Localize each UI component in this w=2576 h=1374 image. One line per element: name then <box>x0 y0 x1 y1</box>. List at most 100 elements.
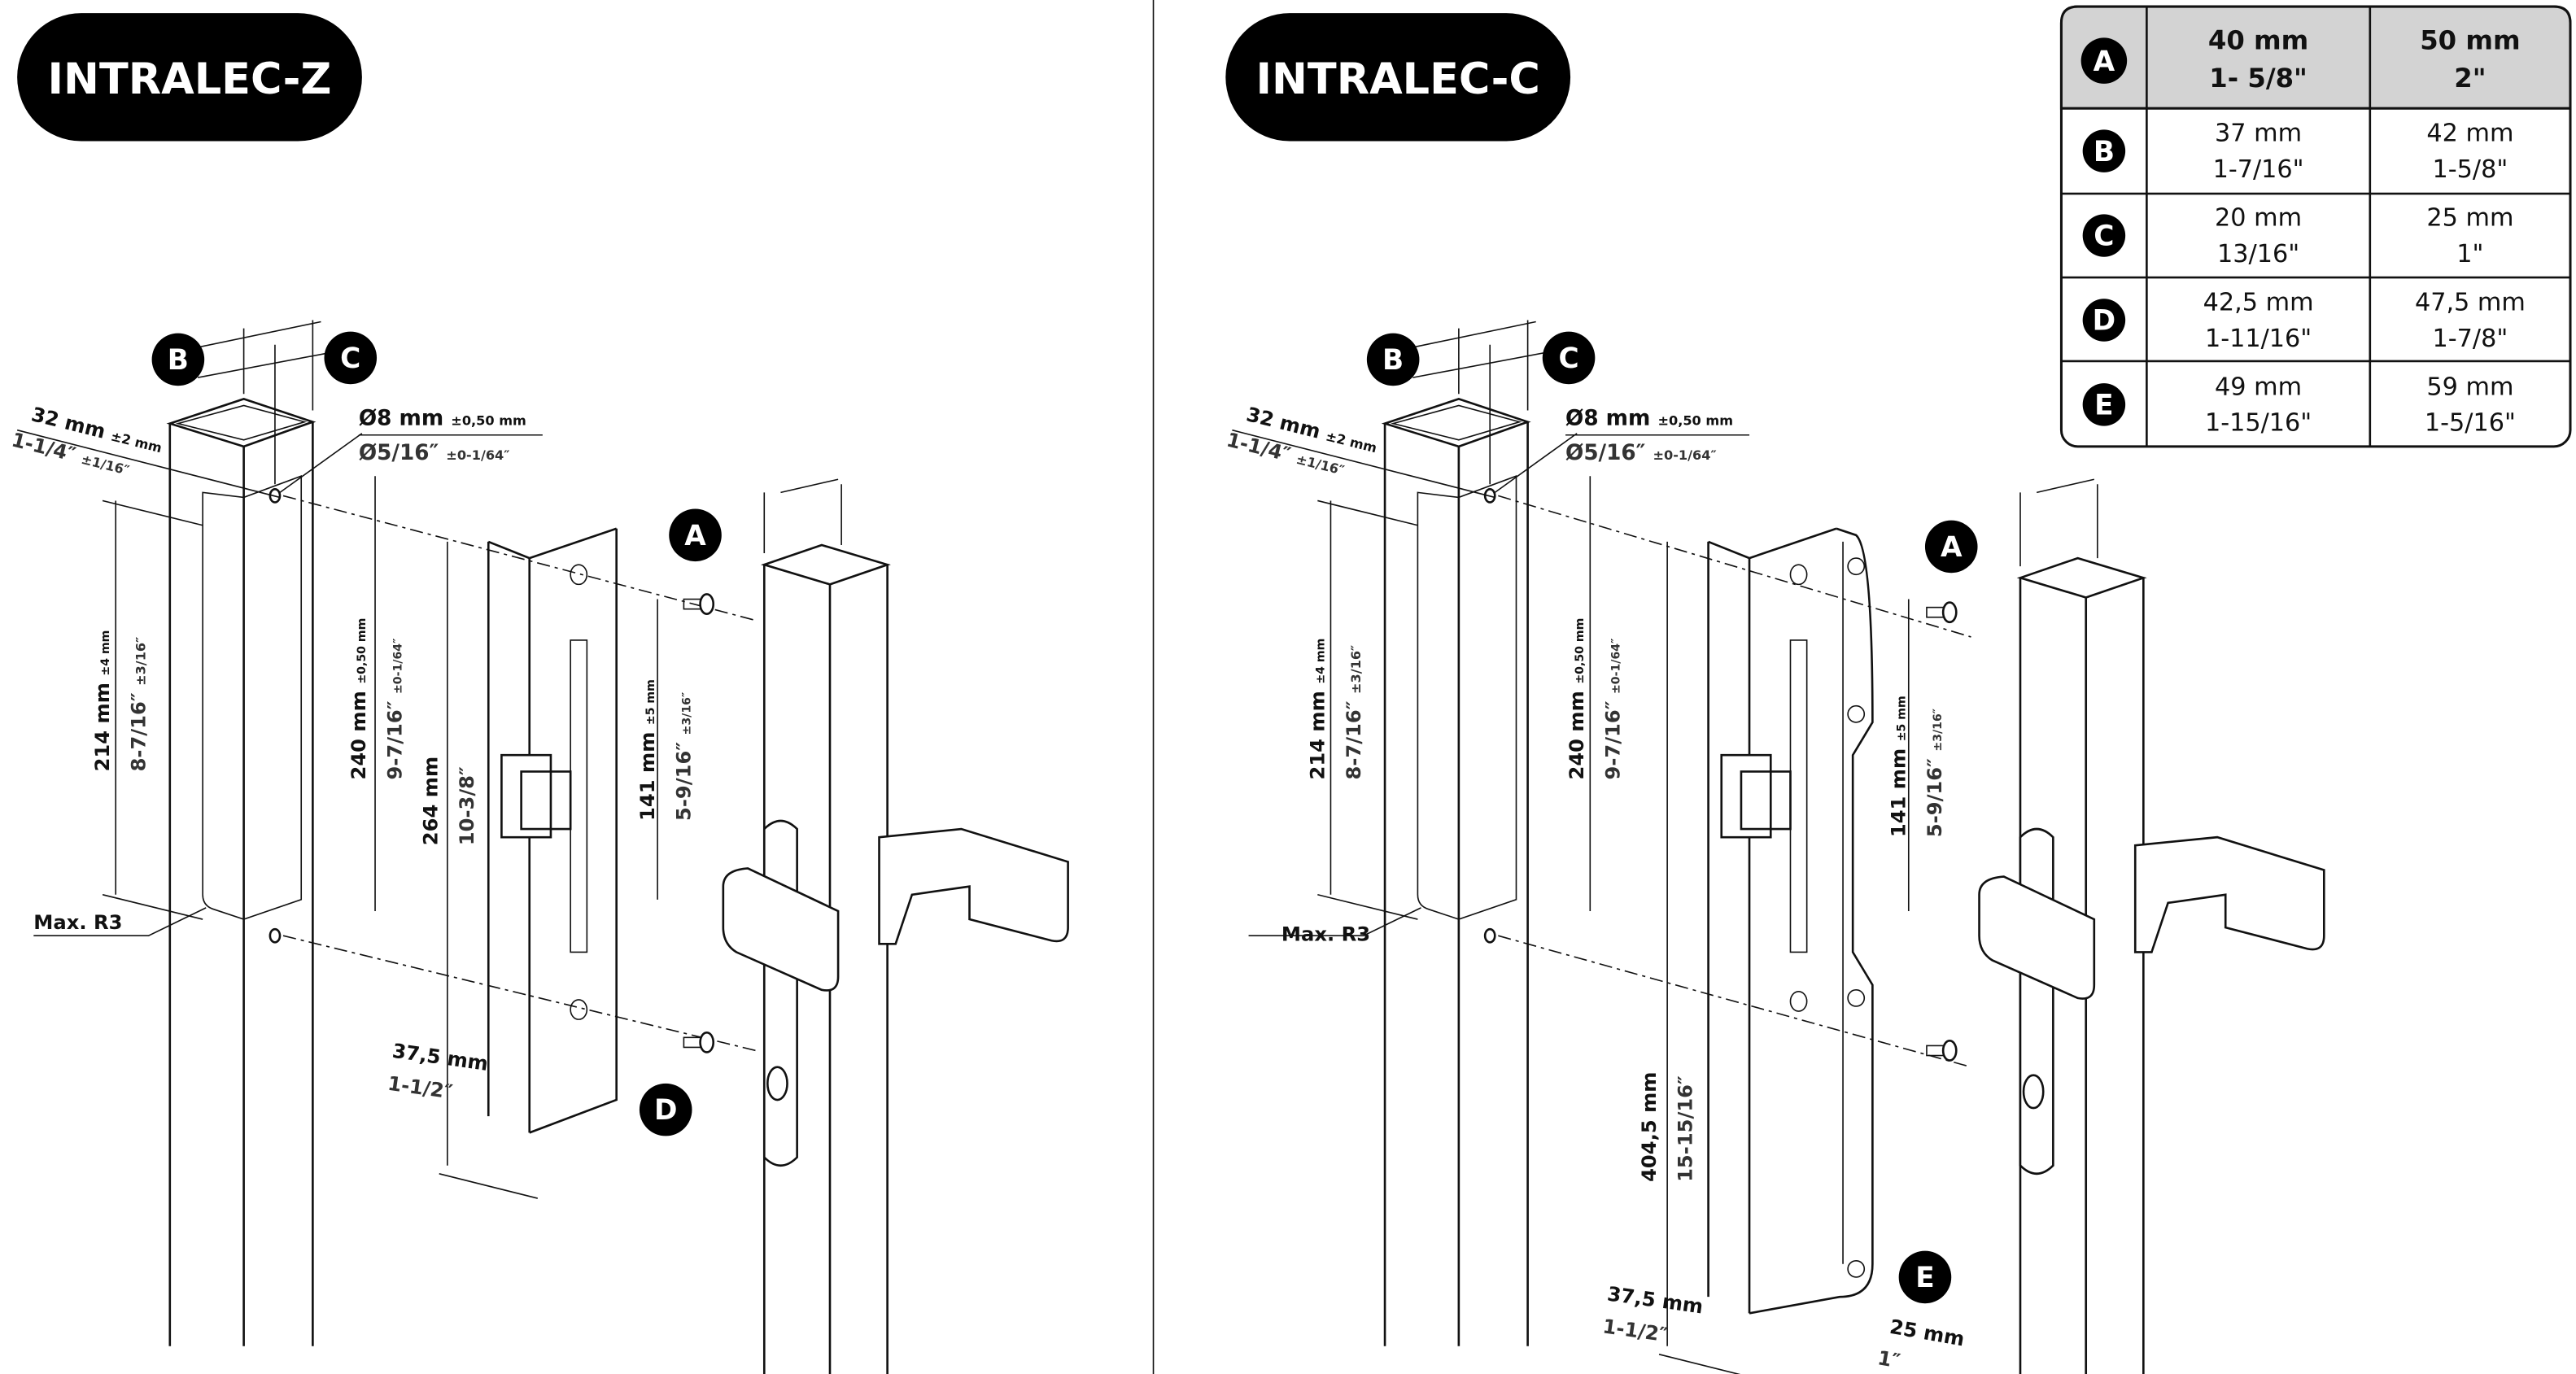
svg-text:37,5 mm: 37,5 mm <box>391 1040 489 1075</box>
screw-hole <box>570 564 588 586</box>
table-header-row: A 40 mm 1- 5/8" 50 mm 2" <box>2080 25 2521 94</box>
table-cell: 1-5/8" <box>2433 155 2508 184</box>
screw-head <box>699 1031 715 1053</box>
hole <box>269 488 282 504</box>
handle-height-label: 141 mm ±5 mm 5-9/16″ ±3/16″ <box>1888 696 1946 837</box>
svg-text:B: B <box>1382 344 1404 377</box>
row-key-badge <box>2082 214 2126 257</box>
svg-text:25 mm: 25 mm <box>1888 1315 1967 1351</box>
svg-text:240 mm ±0,50 mm: 240 mm ±0,50 mm <box>1565 618 1588 780</box>
svg-text:C: C <box>1558 342 1578 375</box>
svg-text:9-7/16″ ±0-1/64″: 9-7/16″ ±0-1/64″ <box>383 639 406 780</box>
table-cell: 47,5 mm <box>2415 288 2526 316</box>
title-left: INTRALEC-Z <box>48 55 332 104</box>
row-key: E <box>2094 390 2113 422</box>
svg-text:240 mm ±0,50 mm: 240 mm ±0,50 mm <box>347 618 370 780</box>
svg-text:1″: 1″ <box>1876 1346 1902 1372</box>
table-row: E49 mm1-15/16"59 mm1-5/16" <box>2082 373 2516 438</box>
dim-cutout <box>1317 499 1418 920</box>
plate-depth-label: 37,5 mm 1-1/2″ <box>1601 1282 1705 1346</box>
svg-text:Ø5/16″ ±0-1/64″: Ø5/16″ ±0-1/64″ <box>1565 441 1717 465</box>
svg-text:E: E <box>1915 1262 1934 1294</box>
svg-text:214 mm ±4 mm: 214 mm ±4 mm <box>1306 639 1329 780</box>
strike-plate-edges <box>1707 527 1837 1314</box>
hole-axis <box>1498 495 1971 638</box>
svg-text:9-7/16″ ±0-1/64″: 9-7/16″ ±0-1/64″ <box>1602 639 1625 780</box>
dim-b-c <box>1409 320 1553 485</box>
header-cell: 50 mm <box>2420 25 2520 56</box>
table-cell: 13/16" <box>2217 240 2299 268</box>
svg-text:A: A <box>684 520 706 552</box>
post-edges <box>1383 421 1529 1346</box>
leader-hole <box>1494 433 1578 494</box>
escutcheon <box>2019 827 2054 1176</box>
dim-cutout <box>102 499 203 920</box>
hole <box>1483 927 1496 944</box>
inner-handle <box>1978 875 2096 1000</box>
row-key-badge <box>2082 129 2126 172</box>
hole-axis <box>282 935 757 1052</box>
strike-plate-edges <box>487 527 618 1133</box>
svg-text:A: A <box>1941 531 1963 564</box>
table-cell: 37 mm <box>2215 120 2302 148</box>
flange-width-label: 25 mm 1″ <box>1876 1315 1967 1373</box>
dim-plate-length <box>1658 541 1741 1374</box>
inner-handle <box>722 867 840 992</box>
table-cell: 1-7/16" <box>2213 155 2304 184</box>
svg-text:5-9/16″ ±3/16″: 5-9/16″ ±3/16″ <box>1923 709 1946 837</box>
marker-b: B <box>151 333 205 386</box>
header-cell: 1- 5/8" <box>2209 63 2307 94</box>
table-cell: 59 mm <box>2426 373 2513 401</box>
leader-radius <box>1248 907 1421 937</box>
outer-handle <box>2133 835 2325 953</box>
table-row: B37 mm1-7/16"42 mm1-5/8" <box>2082 120 2513 184</box>
dim-depth <box>1232 429 1495 499</box>
row-key: B <box>2094 136 2115 168</box>
svg-text:B: B <box>168 344 189 377</box>
post-cutout <box>1417 475 1517 920</box>
intralec-c-drawing <box>1232 320 2325 1374</box>
svg-text:5-9/16″ ±3/16″: 5-9/16″ ±3/16″ <box>672 692 695 821</box>
flange-screw-hole <box>1847 704 1866 723</box>
row-key-badge <box>2082 299 2126 342</box>
tube-depth-label: 32 mm ±2 mm 1-1/4″ ±1/16″ <box>1225 403 1379 478</box>
post-opening <box>1390 404 1522 441</box>
svg-text:D: D <box>654 1094 677 1127</box>
row-key-badge <box>2082 383 2126 426</box>
post-edges <box>168 421 314 1346</box>
row-key: D <box>2093 305 2115 338</box>
screw-head <box>1941 601 1958 624</box>
title-intralec-z: INTRALEC-Z <box>17 13 362 142</box>
flange-screw-hole <box>1847 1259 1866 1278</box>
hole-diameter-label: Ø8 mm ±0,50 mm Ø5/16″ ±0-1/64″ <box>1565 407 1750 465</box>
table-row: D42,5 mm1-11/16"47,5 mm1-7/8" <box>2082 288 2526 353</box>
table-cell: 20 mm <box>2215 203 2302 232</box>
tube-depth-label: 32 mm ±2 mm 1-1/4″ ±1/16″ <box>9 403 164 478</box>
hole <box>269 927 282 944</box>
screw-hole <box>1789 991 1808 1012</box>
bolt-slot <box>1789 639 1808 953</box>
keeper <box>1720 753 1792 839</box>
flange-screw-hole <box>1847 988 1866 1007</box>
escutcheon <box>762 819 798 1167</box>
dim-plate-length <box>439 541 539 1199</box>
outer-handle <box>878 827 1069 945</box>
gate-post-top <box>2016 556 2147 599</box>
dimension-table: A 40 mm 1- 5/8" 50 mm 2" B37 mm1-7/16"42… <box>2059 5 2572 448</box>
marker-c: C <box>324 331 378 385</box>
hole-diameter-label: Ø8 mm ±0,50 mm Ø5/16″ ±0-1/64″ <box>359 407 543 465</box>
marker-a: A <box>669 508 722 562</box>
flange-screw-hole <box>1847 557 1866 576</box>
marker-e: E <box>1898 1250 1952 1304</box>
bolt-slot <box>570 639 588 953</box>
svg-text:8-7/16″ ±3/16″: 8-7/16″ ±3/16″ <box>128 637 151 772</box>
table-cell: 1" <box>2456 240 2483 268</box>
svg-text:Ø8 mm ±0,50 mm: Ø8 mm ±0,50 mm <box>359 407 526 431</box>
cylinder-keyhole <box>766 1066 788 1101</box>
hole-spacing-label: 240 mm ±0,50 mm 9-7/16″ ±0-1/64″ <box>1565 618 1624 780</box>
screw-hole <box>570 999 588 1020</box>
strike-flange <box>1749 527 1874 1315</box>
dim-a <box>2019 478 2098 567</box>
